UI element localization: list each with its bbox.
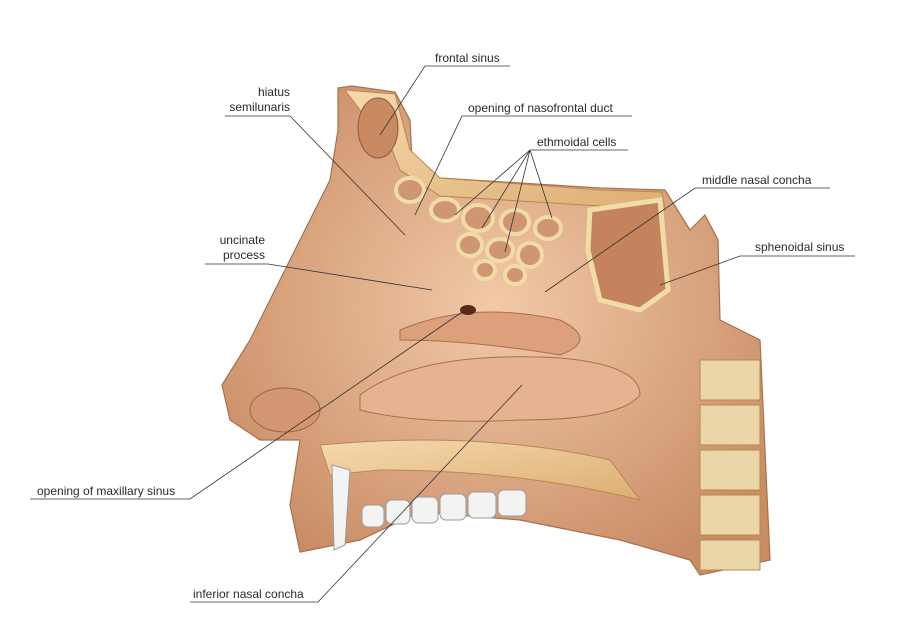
label-uncinate-line2: process	[222, 248, 265, 262]
leader-lines	[30, 65, 855, 603]
label-nasofrontal-duct: opening of nasofrontal duct	[468, 101, 613, 115]
frontal-sinus	[357, 97, 399, 159]
sphenoidal-sinus	[585, 197, 671, 313]
label-inferior-nasal-concha: inferior nasal concha	[193, 587, 304, 601]
nostril-area	[249, 387, 321, 433]
cervical-spine	[699, 359, 761, 571]
maxillary-sinus-opening	[460, 305, 476, 315]
inferior-nasal-concha	[359, 356, 641, 422]
label-ethmoidal-cells: ethmoidal cells	[537, 135, 617, 149]
hard-palate	[319, 439, 642, 501]
label-hiatus-line1: hiatus	[257, 85, 290, 99]
label-uncinate-line1: uncinate	[219, 233, 265, 247]
label-sphenoidal-sinus: sphenoidal sinus	[755, 240, 845, 254]
label-middle-nasal-concha: middle nasal concha	[702, 173, 812, 187]
teeth	[331, 464, 527, 551]
label-maxillary-sinus-opening: opening of maxillary sinus	[37, 484, 176, 498]
label-hiatus-line2: semilunaris	[229, 100, 290, 114]
label-frontal-sinus: frontal sinus	[435, 51, 500, 65]
